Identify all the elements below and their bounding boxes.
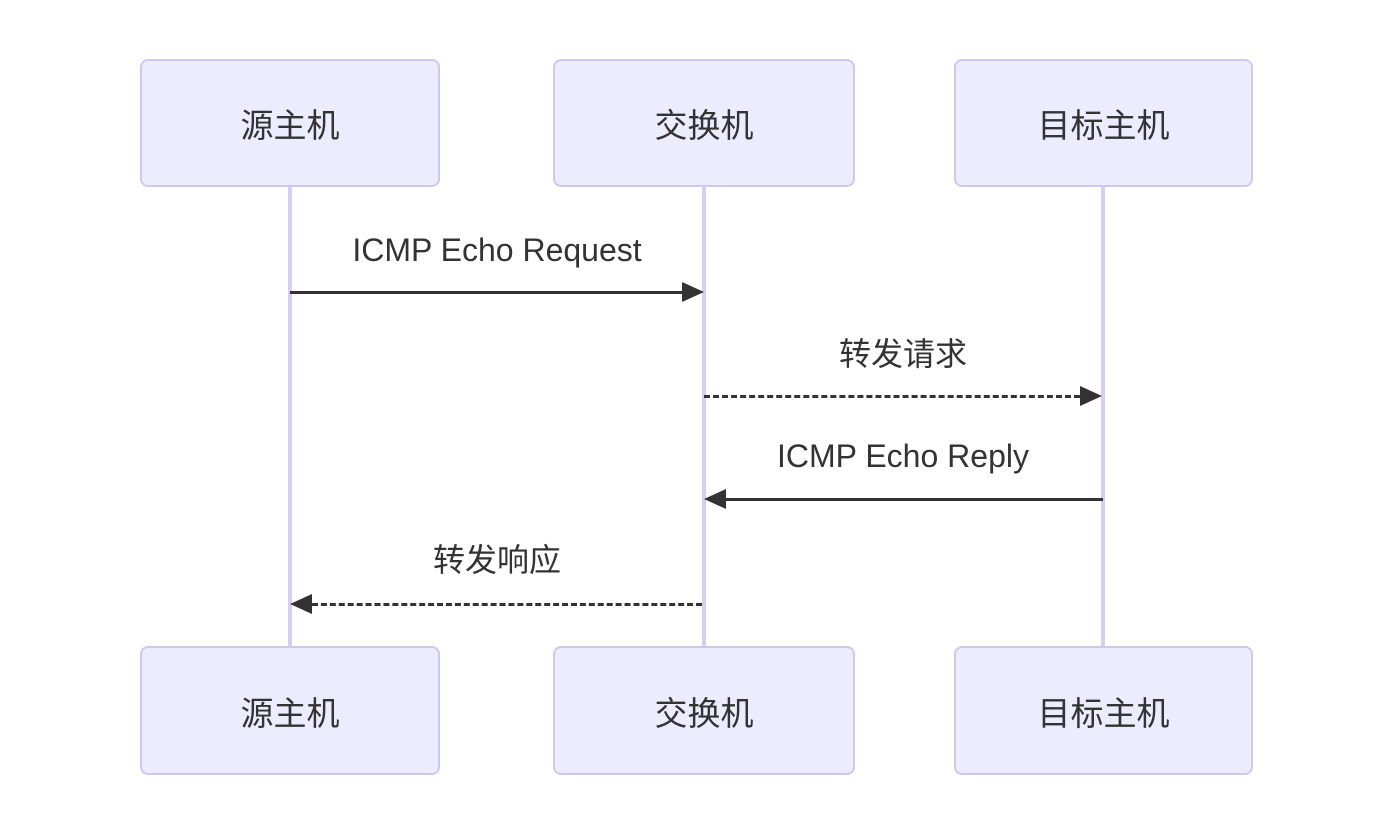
actor-label: 交换机: [654, 694, 754, 732]
actor-label: 交换机: [654, 107, 754, 144]
arrowhead-left-icon: [704, 489, 726, 509]
lifeline-source-host: [288, 187, 292, 647]
arrowhead-right-icon: [682, 282, 704, 302]
message-line-icmp-echo-reply: [726, 498, 1103, 501]
message-label-icmp-echo-reply: ICMP Echo Reply: [777, 438, 1029, 474]
actor-top-source-host: 源主机: [140, 59, 440, 187]
lifeline-switch: [702, 187, 706, 647]
message-line-forward-request: [704, 395, 1080, 398]
message-line-forward-reply: [312, 603, 702, 606]
actor-label: 目标主机: [1037, 694, 1170, 732]
actor-label: 源主机: [240, 694, 340, 732]
message-label-forward-reply: 转发响应: [432, 542, 562, 578]
actor-bottom-source-host: 源主机: [140, 646, 440, 775]
message-label-icmp-echo-request: ICMP Echo Request: [352, 232, 642, 268]
message-label-forward-request: 转发请求: [838, 336, 968, 372]
lifeline-target-host: [1101, 187, 1105, 647]
arrowhead-right-icon: [1080, 386, 1102, 406]
actor-bottom-target-host: 目标主机: [954, 646, 1253, 775]
actor-top-switch: 交换机: [553, 59, 855, 187]
actor-bottom-switch: 交换机: [553, 646, 855, 775]
actor-label: 目标主机: [1037, 107, 1170, 144]
message-line-icmp-echo-request: [290, 291, 682, 294]
actor-label: 源主机: [240, 107, 340, 144]
actor-top-target-host: 目标主机: [954, 59, 1253, 187]
arrowhead-left-icon: [290, 594, 312, 614]
